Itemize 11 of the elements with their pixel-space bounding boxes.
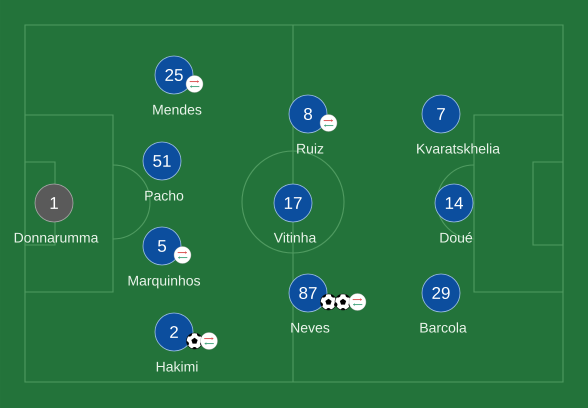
player-name: Neves [291, 322, 330, 333]
player-name: Doué [440, 232, 472, 243]
player-name: Donnarumma [14, 232, 98, 243]
player-name: Barcola [420, 322, 467, 333]
player-name: Vitinha [274, 232, 316, 243]
player-name: Hakimi [156, 361, 198, 372]
player-name: Ruiz [297, 143, 324, 154]
player-name: Mendes [153, 104, 202, 115]
player-name: Marquinhos [128, 275, 200, 288]
player-name: Pacho [145, 190, 184, 201]
player-name: Kvaratskhelia [417, 143, 500, 154]
